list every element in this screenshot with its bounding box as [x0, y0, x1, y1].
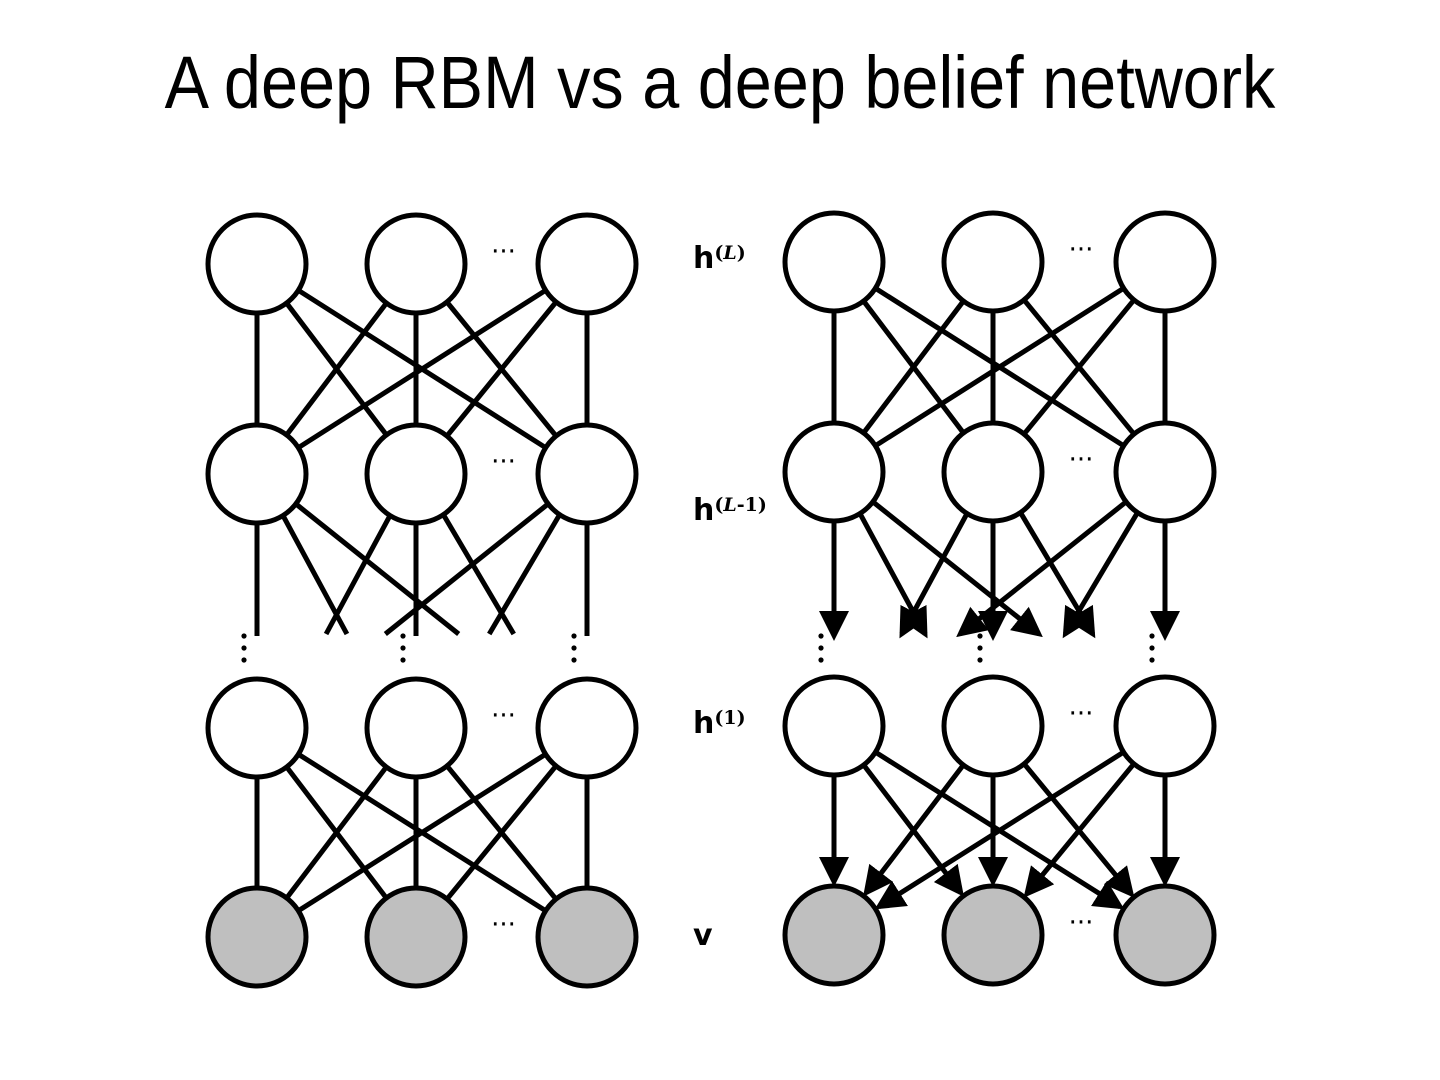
visible-unit-deep-rbm-layer3-unit1	[364, 885, 468, 989]
layer-labels-group: h(L) h(L-1) h(1) v	[693, 241, 767, 953]
undirected-edge-deep-rbm-l1-u2-u0	[383, 501, 550, 636]
undirected-edge-deep-rbm-l0-u2-u1	[445, 300, 558, 438]
vertical-ellipsis-dot-deep-rbm-u1-1	[400, 645, 406, 651]
vertical-ellipsis-dot-deep-rbm-u1-0	[400, 633, 406, 639]
slide-title: A deep RBM vs a deep belief network	[164, 41, 1276, 124]
nodes-group	[205, 210, 1217, 989]
hidden-unit-deep-rbm-layer2-unit0	[205, 676, 309, 780]
undirected-edge-deep-rbm-l2-u1-u0	[284, 765, 389, 900]
undirected-edge-deep-belief-network-l0-u2-u1	[1022, 298, 1136, 436]
ellipsis-group: ··· ··· ··· ··· ··· ··· ··· ···	[241, 235, 1155, 940]
hidden-unit-deep-belief-network-layer2-unit0	[782, 674, 886, 778]
directed-edge-deep-belief-network-l2-u2-u0	[874, 750, 1125, 910]
hidden-unit-deep-belief-network-layer1-unit1	[941, 420, 1045, 524]
layer-label-v: v	[693, 918, 713, 953]
hidden-unit-deep-belief-network-layer2-unit2	[1113, 674, 1217, 778]
vertical-ellipsis-dot-deep-belief-network-u0-0	[818, 633, 824, 639]
directed-edge-deep-belief-network-l1-u0-u1	[857, 512, 928, 639]
hidden-unit-deep-belief-network-layer0-unit2	[1113, 210, 1217, 314]
visible-unit-deep-belief-network-layer3-unit0	[782, 883, 886, 987]
horizontal-ellipsis-deep-rbm-layer1: ···	[491, 447, 516, 477]
directed-edge-deep-belief-network-l1-u1-u2	[1018, 511, 1096, 639]
directed-edge-deep-belief-network-l2-u1-u0	[863, 763, 966, 897]
hidden-unit-deep-rbm-layer1-unit0	[205, 422, 309, 526]
visible-unit-deep-rbm-layer3-unit0	[205, 885, 309, 989]
layer-label-hL1: h(L-1)	[693, 493, 767, 528]
hidden-unit-deep-belief-network-layer2-unit1	[941, 674, 1045, 778]
undirected-edge-deep-belief-network-l0-u1-u0	[861, 299, 966, 435]
undirected-edge-deep-rbm-l2-u2-u0	[297, 752, 547, 913]
vertical-ellipsis-dot-deep-rbm-u2-0	[571, 633, 577, 639]
horizontal-ellipsis-deep-rbm-layer3: ···	[491, 910, 516, 940]
hidden-unit-deep-rbm-layer2-unit1	[364, 676, 468, 780]
horizontal-ellipsis-deep-rbm-layer0: ···	[491, 237, 516, 267]
vertical-ellipsis-dot-deep-rbm-u0-0	[241, 633, 247, 639]
hidden-unit-deep-belief-network-layer0-unit0	[782, 210, 886, 314]
vertical-ellipsis-dot-deep-rbm-u2-1	[571, 645, 577, 651]
hidden-unit-deep-belief-network-layer0-unit1	[941, 210, 1045, 314]
visible-unit-deep-belief-network-layer3-unit1	[941, 883, 1045, 987]
layer-label-hL: h(L)	[693, 241, 746, 276]
undirected-edge-deep-rbm-l2-u2-u1	[445, 764, 558, 901]
undirected-edge-deep-rbm-l1-u0-u2	[294, 501, 461, 636]
hidden-unit-deep-rbm-layer0-unit2	[535, 212, 639, 316]
horizontal-ellipsis-deep-belief-network-layer3: ···	[1069, 908, 1094, 938]
vertical-ellipsis-dot-deep-rbm-u2-2	[571, 657, 577, 663]
hidden-unit-deep-rbm-layer2-unit2	[535, 676, 639, 780]
directed-edge-deep-belief-network-l1-u1-u0	[899, 512, 970, 639]
vertical-ellipsis-dot-deep-belief-network-u1-1	[977, 645, 983, 651]
hidden-unit-deep-rbm-layer1-unit1	[364, 422, 468, 526]
undirected-edge-deep-rbm-l1-u2-u1	[487, 513, 562, 636]
visible-unit-deep-belief-network-layer3-unit2	[1113, 883, 1217, 987]
vertical-ellipsis-dot-deep-belief-network-u2-1	[1149, 645, 1155, 651]
horizontal-ellipsis-deep-belief-network-layer2: ···	[1069, 699, 1094, 729]
vertical-ellipsis-dot-deep-rbm-u0-2	[241, 657, 247, 663]
undirected-edge-deep-rbm-l1-u1-u2	[441, 513, 516, 636]
vertical-ellipsis-dot-deep-belief-network-u1-2	[977, 657, 983, 663]
edges-group	[254, 286, 1180, 913]
horizontal-ellipsis-deep-belief-network-layer0: ···	[1069, 235, 1094, 265]
hidden-unit-deep-rbm-layer0-unit0	[205, 212, 309, 316]
undirected-edge-deep-rbm-l0-u2-u0	[296, 288, 548, 450]
horizontal-ellipsis-deep-belief-network-layer1: ···	[1069, 445, 1094, 475]
undirected-edge-deep-rbm-l0-u1-u0	[284, 301, 389, 437]
directed-edge-deep-belief-network-l2-u2-u1	[1023, 762, 1136, 898]
directed-edge-deep-belief-network-l1-u2-u1	[1062, 511, 1140, 639]
vertical-ellipsis-dot-deep-belief-network-u0-2	[818, 657, 824, 663]
layer-label-h1: h(1)	[693, 706, 746, 741]
vertical-ellipsis-dot-deep-rbm-u0-1	[241, 645, 247, 651]
hidden-unit-deep-belief-network-layer1-unit0	[782, 420, 886, 524]
horizontal-ellipsis-deep-rbm-layer2: ···	[491, 701, 516, 731]
hidden-unit-deep-rbm-layer1-unit2	[535, 422, 639, 526]
directed-edge-deep-belief-network-l1-u0-u2	[871, 499, 1043, 638]
undirected-edge-deep-belief-network-l0-u2-u0	[874, 286, 1125, 448]
vertical-ellipsis-dot-deep-belief-network-u2-0	[1149, 633, 1155, 639]
directed-edge-deep-belief-network-l1-u2-u0	[956, 499, 1128, 638]
undirected-edge-deep-rbm-l1-u1-u0	[323, 514, 393, 636]
hidden-unit-deep-rbm-layer0-unit1	[364, 212, 468, 316]
vertical-ellipsis-dot-deep-belief-network-u1-0	[977, 633, 983, 639]
hidden-unit-deep-belief-network-layer1-unit2	[1113, 420, 1217, 524]
vertical-ellipsis-dot-deep-belief-network-u0-1	[818, 645, 824, 651]
vertical-ellipsis-dot-deep-rbm-u1-2	[400, 657, 406, 663]
vertical-ellipsis-dot-deep-belief-network-u2-2	[1149, 657, 1155, 663]
visible-unit-deep-rbm-layer3-unit2	[535, 885, 639, 989]
